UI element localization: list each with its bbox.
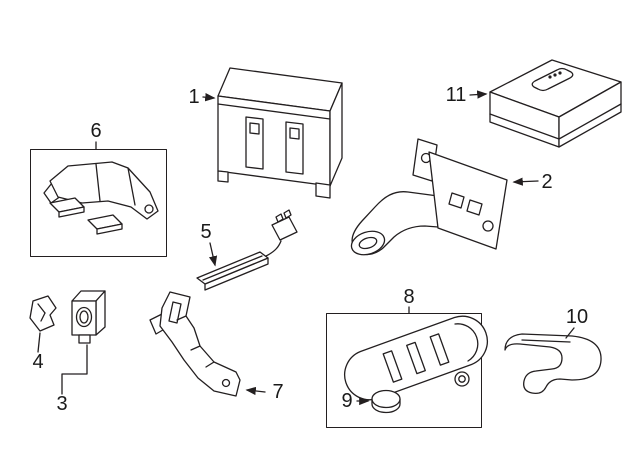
receiver-button [531, 67, 574, 92]
callout-part-6: 6 [90, 120, 102, 142]
callout-part-3: 3 [56, 393, 68, 415]
fob-button [382, 350, 403, 383]
part-1-control-module-drawing [217, 67, 343, 199]
part-2-mounting-bracket-drawing [350, 138, 508, 256]
arrow-to-part-11 [469, 90, 488, 99]
leader-to-part-3 [61, 344, 88, 395]
part-6-group-box [30, 149, 167, 257]
fob-button [429, 333, 450, 366]
part-10-key-blade-drawing [504, 333, 602, 395]
callout-part-10: 10 [565, 306, 589, 328]
arrow-to-part-1 [202, 93, 216, 102]
fob-button [406, 341, 426, 375]
part-8-key-fob-drawing [326, 313, 488, 428]
arrow-to-part-5 [208, 242, 218, 267]
part-8-group-box [326, 313, 482, 428]
callout-part-9: 9 [341, 390, 353, 412]
arrow-to-part-7 [245, 386, 266, 396]
part-6-bracket-kit-drawing [30, 149, 167, 257]
leader-to-part-10 [565, 327, 575, 339]
callout-part-2: 2 [541, 171, 553, 193]
arrow-to-part-2 [512, 177, 539, 186]
callout-part-4: 4 [32, 351, 44, 373]
callout-part-7: 7 [272, 381, 284, 403]
callout-part-11: 11 [445, 84, 467, 106]
leader-lines [37, 90, 575, 406]
part-3-sensor-unit-drawing [71, 290, 106, 344]
callout-part-8: 8 [403, 286, 415, 308]
callout-part-1: 1 [188, 86, 200, 108]
adhesive-pads [49, 197, 123, 235]
leader-to-part-4 [37, 332, 41, 353]
antenna-connector [271, 216, 298, 241]
callout-part-5: 5 [200, 221, 212, 243]
part-4-clip-drawing [29, 295, 57, 332]
part-7-bracket-drawing [149, 291, 241, 397]
part-9-coin-battery-drawing [371, 389, 401, 414]
part-5-antenna-drawing [196, 209, 298, 291]
part-11-receiver-unit-drawing [489, 59, 622, 148]
